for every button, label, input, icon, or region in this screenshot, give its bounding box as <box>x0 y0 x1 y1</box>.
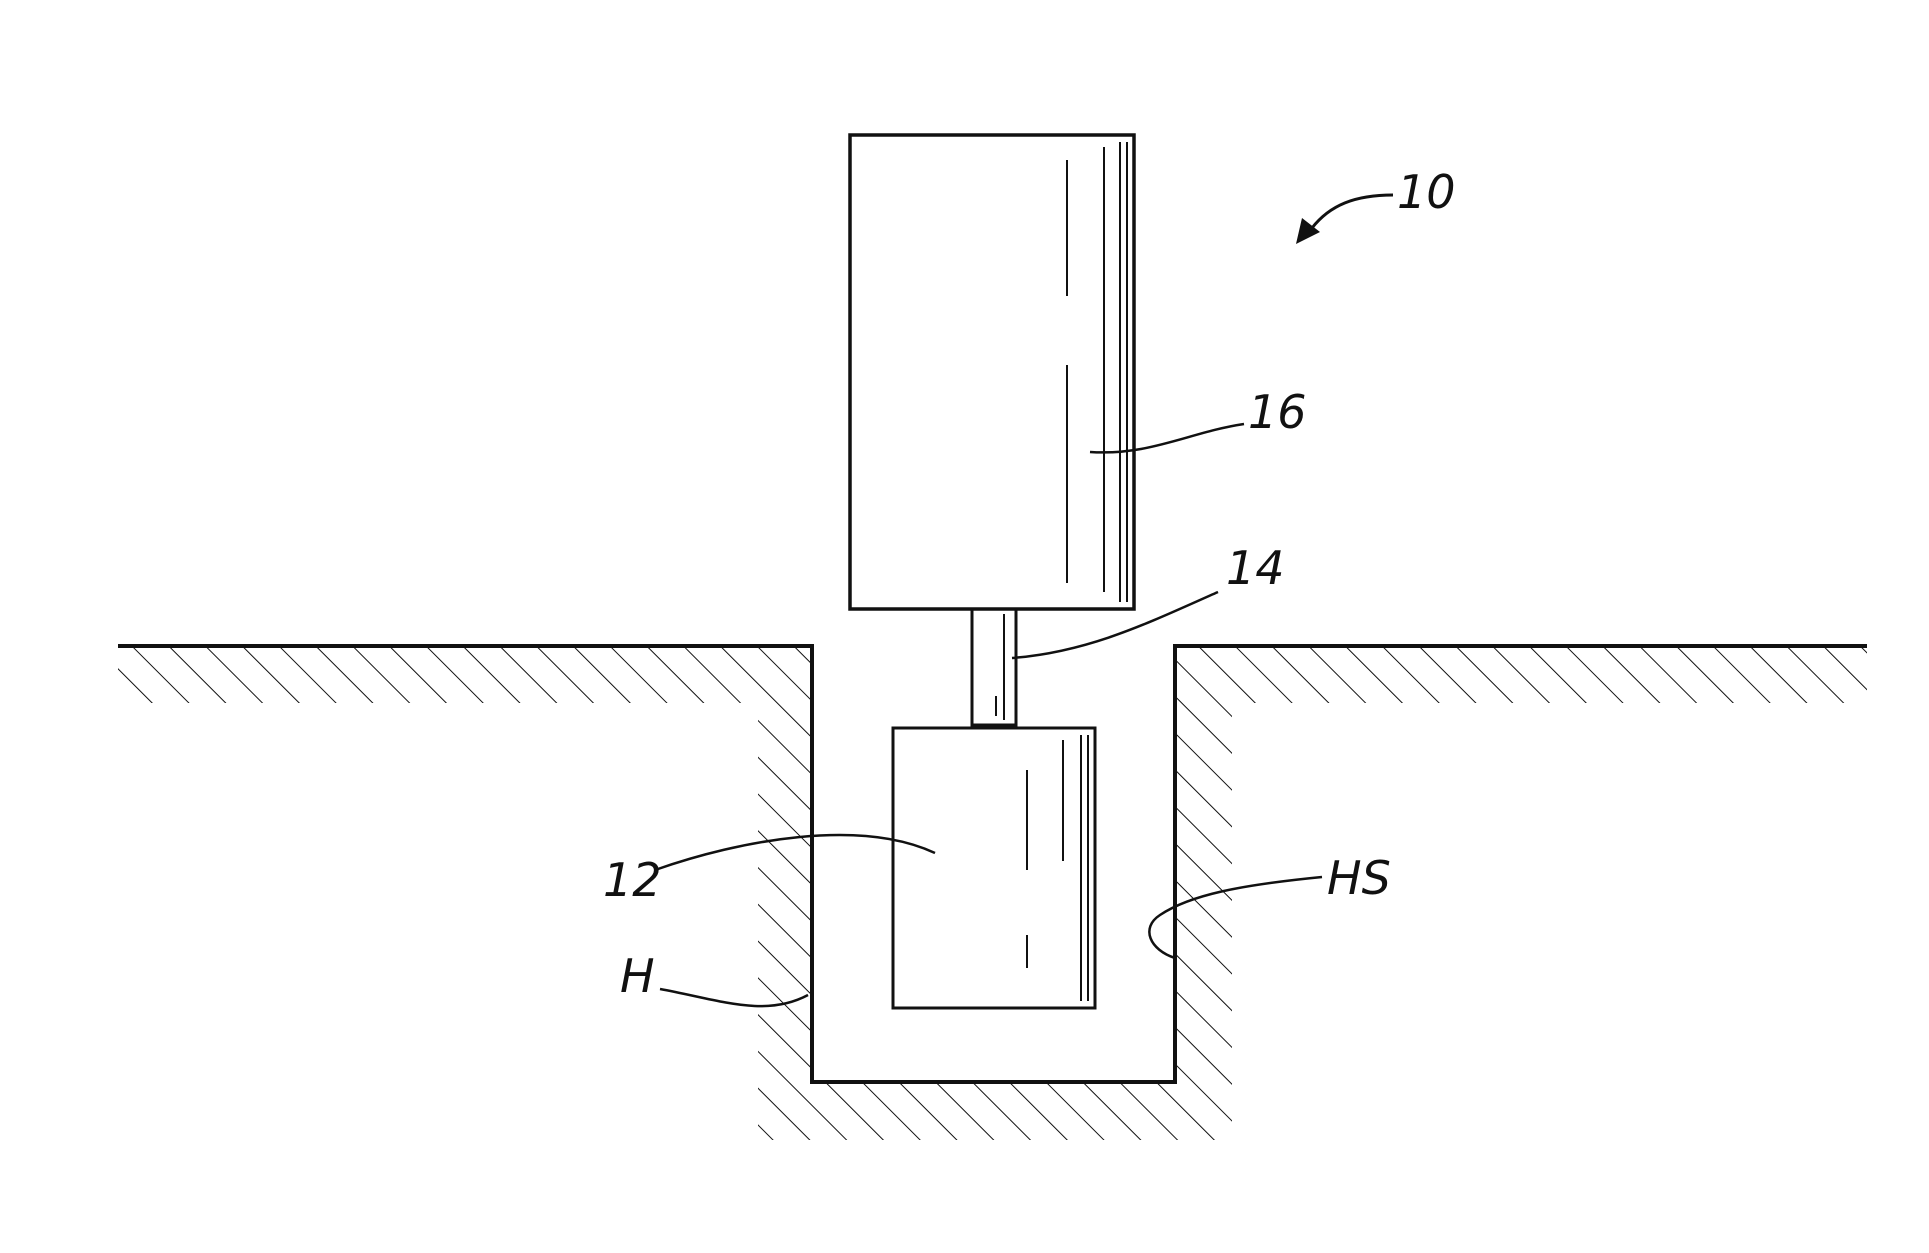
label-h: H <box>620 949 655 1003</box>
upper-body-16 <box>850 135 1134 609</box>
label-16: 16 <box>1248 385 1307 439</box>
label-12: 12 <box>603 853 662 907</box>
ground-hatching <box>100 640 1880 1150</box>
lower-body-12 <box>893 728 1095 1008</box>
label-hs: HS <box>1327 851 1391 905</box>
shaft-14 <box>972 609 1016 725</box>
ground-surface-with-hole <box>118 646 1867 1082</box>
leader-10-arrow <box>1312 195 1393 228</box>
label-14: 14 <box>1226 541 1285 595</box>
leader-16 <box>1090 424 1244 452</box>
label-10: 10 <box>1397 165 1456 219</box>
